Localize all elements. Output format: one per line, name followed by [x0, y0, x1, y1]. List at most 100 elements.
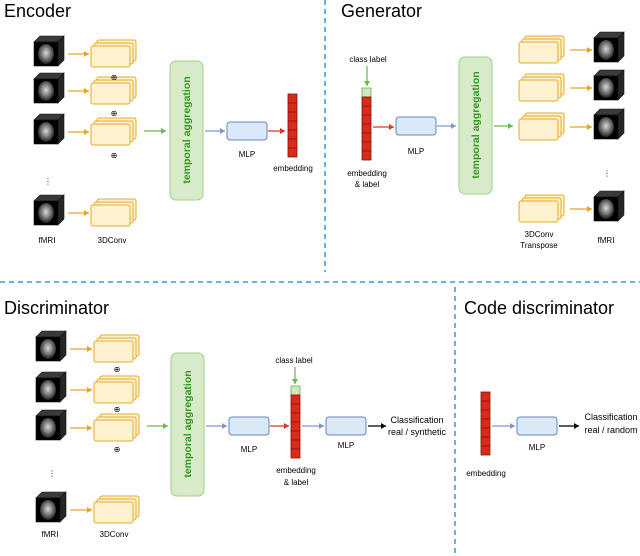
encoder-fmri-cube-4 [33, 194, 65, 226]
generator-to-aggregation-arrow [437, 123, 456, 129]
encoder-embedding-cell-7 [287, 147, 298, 158]
encoder-mlp-block [226, 121, 268, 141]
generator-embedding-cell-2 [361, 105, 372, 116]
code-discriminator-embedding-cell-4 [480, 418, 491, 429]
discriminator-3dconv-stack-2-layer-3 [93, 381, 134, 404]
encoder-embedding-label: embedding [273, 164, 313, 173]
discriminator-fmri-cube-4-brain [40, 500, 56, 520]
generator-fmri-volumes [593, 31, 625, 222]
generator-temporal-aggregation-block [458, 56, 493, 195]
discriminator-to-mlp-arrow [206, 423, 227, 429]
code-discriminator-embedding-cell-5 [480, 427, 491, 438]
generator-to-aggregation-arrow-head [451, 123, 456, 129]
code-discriminator-section: embedding MLP Classification real / rand… [466, 391, 638, 478]
generator-title: Generator [341, 1, 422, 21]
discriminator-output-arrow [368, 423, 386, 429]
encoder-fmri-cube-3-brain [38, 122, 54, 142]
code-discriminator-mlp-block [516, 416, 558, 436]
generator-output-arrow-3-head [587, 124, 592, 130]
encoder-3dconv-stack-1 [90, 39, 137, 68]
discriminator-embedding-cell-2 [290, 403, 301, 414]
generator-fmri-label: fMRI [598, 236, 615, 245]
discriminator-embedding-cell-5 [290, 430, 301, 441]
encoder-mlp-label: MLP [239, 150, 255, 159]
discriminator-plus-signs: ⊕ ⊕ ⊕ [114, 365, 121, 454]
generator-embedding-label-line1: embedding [347, 169, 387, 178]
encoder-3dconv-stack-1-layer-3 [90, 45, 131, 68]
encoder-plus-1: ⊕ [111, 73, 118, 82]
generator-embedding-cell-5 [361, 132, 372, 143]
discriminator-fmri-volumes [35, 330, 67, 523]
encoder-input-arrow-3 [68, 129, 89, 135]
code-discriminator-output-arrow [559, 423, 579, 429]
generator-fmri-cube-1-brain [598, 40, 614, 60]
discriminator-to-aggregation-arrow-head [163, 423, 168, 429]
generator-3dconv-stack-2-layer-3 [518, 79, 559, 102]
discriminator-mlp-block [228, 416, 270, 436]
encoder-embedding [287, 93, 298, 158]
encoder-embedding-cell-4 [287, 120, 298, 131]
encoder-3dconv-stack-4-layer-3 [90, 204, 131, 227]
code-discriminator-embedding-cell-3 [480, 409, 491, 420]
code-discriminator-output-line2: real / random [584, 425, 637, 435]
discriminator-plus-1: ⊕ [114, 365, 121, 374]
discriminator-fmri-cube-2 [35, 371, 67, 403]
generator-class-arrow [364, 66, 370, 86]
generator-fmri-cube-4-brain [598, 199, 614, 219]
code-discriminator-to-mlp-arrow-head [510, 423, 515, 429]
generator-embedding-class-cell [361, 87, 372, 98]
encoder-embedding-cell-5 [287, 129, 298, 140]
encoder-input-arrow-2 [68, 88, 89, 94]
code-discriminator-mlp-label: MLP [529, 443, 545, 452]
encoder-to-embedding-arrow [268, 128, 285, 134]
discriminator-input-arrow-3 [70, 425, 92, 431]
discriminator-ellipsis: ⋮ [48, 469, 56, 478]
code-discriminator-arrows [492, 423, 579, 429]
generator-3dconv-stack-1-layer-3 [518, 41, 559, 64]
discriminator-class-arrow-head [292, 379, 298, 384]
discriminator-output-arrow-head [381, 423, 386, 429]
discriminator-input-arrow-1-head [87, 346, 92, 352]
discriminator-arrows [70, 346, 386, 513]
generator-embedding-label-line2: & label [355, 180, 380, 189]
discriminator-section: ⊕ ⊕ ⊕ ⋮ fMRI 3DConv temporal aggregation… [35, 330, 447, 539]
discriminator-plus-3: ⊕ [114, 445, 121, 454]
generator-to-conv-arrow-head [508, 123, 513, 129]
encoder-to-aggregation-arrow [144, 128, 166, 134]
generator-3dconv-stack-3 [518, 112, 565, 141]
encoder-3dconv-stack-3 [90, 117, 137, 146]
discriminator-embedding-cell-6 [290, 439, 301, 450]
code-discriminator-embedding-vector [480, 391, 491, 456]
discriminator-3dconv-stack-1-layer-3 [93, 340, 134, 363]
encoder-fmri-cube-1 [33, 35, 65, 67]
generator-fmri-cube-3-brain [598, 117, 614, 137]
discriminator-title: Discriminator [4, 298, 109, 318]
encoder-3dconv-stacks [90, 39, 137, 227]
discriminator-class-arrow [292, 367, 298, 384]
discriminator-embedding-cell-1 [290, 394, 301, 405]
discriminator-embedding-class-cell [290, 385, 301, 396]
discriminator-input-arrow-4 [70, 507, 92, 513]
encoder-3dconv-stack-4 [90, 198, 137, 227]
discriminator-3dconv-stack-3-layer-3 [93, 419, 134, 442]
generator-output-arrow-4-head [587, 206, 592, 212]
discriminator-3dconv-stack-4-layer-3 [93, 501, 134, 524]
encoder-embedding-cell-2 [287, 102, 298, 113]
code-discriminator-to-mlp-arrow [492, 423, 515, 429]
generator-fmri-cube-2 [593, 69, 625, 101]
generator-3dconv-stack-2 [518, 73, 565, 102]
generator-section: class label embedding & label MLP tempor… [347, 31, 625, 250]
discriminator-fmri-cube-3-brain [40, 418, 56, 438]
generator-fmri-cube-1 [593, 31, 625, 63]
encoder-to-mlp-arrow [205, 128, 225, 134]
encoder-title: Encoder [4, 1, 71, 21]
discriminator-3dconv-label: 3DConv [100, 530, 129, 539]
discriminator-embedding-cell-7 [290, 448, 301, 459]
encoder-fmri-cube-2 [33, 72, 65, 104]
generator-3dconv-label-line2: Transpose [520, 241, 558, 250]
generator-embedding-cell-4 [361, 123, 372, 134]
discriminator-input-arrow-4-head [87, 507, 92, 513]
generator-to-conv-arrow [494, 123, 513, 129]
encoder-fmri-volumes [33, 35, 65, 226]
discriminator-fmri-cube-4 [35, 491, 67, 523]
